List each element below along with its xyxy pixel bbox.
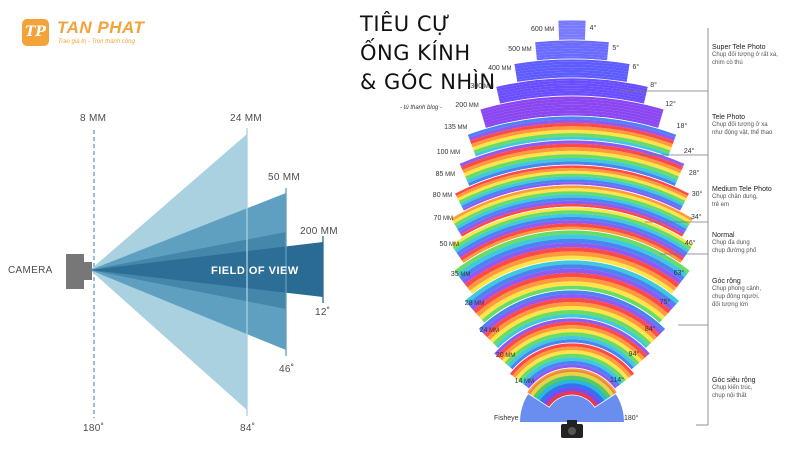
- category-desc: Chụp đa dụng: [712, 240, 750, 246]
- focal-band-135: [466, 115, 678, 158]
- category-desc: chụp đường phố: [712, 248, 757, 254]
- angle-label-80: 30°: [691, 191, 703, 198]
- focal-label-600: 600 MM: [530, 26, 555, 33]
- focal-label-70: 70 MM: [433, 214, 454, 222]
- focal-label-400: 400 MM: [488, 64, 512, 72]
- angle-label-400: 6°: [632, 63, 640, 71]
- focal-band-300: [495, 77, 649, 105]
- focal-band-600: [557, 19, 587, 41]
- focal-band-400: [513, 58, 631, 83]
- fov-diagram: [66, 128, 324, 418]
- fov-label: FIELD OF VIEW: [211, 265, 299, 277]
- angle-label-600: 4°: [589, 25, 597, 32]
- focal-title: TIÊU CỰ ỐNG KÍNH & GÓC NHÌN: [360, 10, 496, 97]
- title-line-1: TIÊU CỰ: [360, 12, 451, 36]
- angle-label-14: 114°: [609, 376, 624, 384]
- angle-label-135: 18°: [676, 123, 688, 130]
- lens-200mm-label: 200 MM: [300, 226, 338, 237]
- focal-label-200: 200 MM: [455, 102, 479, 109]
- angle-label-24: 84°: [644, 325, 656, 333]
- camera-label: CAMERA: [8, 265, 53, 276]
- focal-label-50: 50 MM: [439, 241, 460, 248]
- focal-label-500: 500 MM: [508, 45, 532, 53]
- camera-body-icon: [561, 420, 583, 438]
- brand-slogan: Trao giá trị - Trọn thành công: [58, 39, 135, 45]
- focal-band-80: [450, 184, 694, 238]
- lens-24mm-label: 24 MM: [230, 113, 263, 124]
- focal-band-28: [477, 289, 667, 350]
- focal-label-80: 80 MM: [432, 192, 453, 199]
- focal-label-20: 20 MM: [495, 351, 516, 359]
- brand-name: TAN PHAT: [57, 18, 145, 37]
- angle-label-50: 46°: [684, 240, 696, 247]
- blog-credit: - tú thanh blog -: [400, 105, 443, 111]
- focal-band-24: [493, 317, 651, 371]
- angle-180-label: 180˚: [83, 423, 105, 434]
- category-desc: như động vật, thể thao: [712, 130, 773, 136]
- angle-label-20: 94°: [628, 350, 640, 358]
- focal-label-24: 24 MM: [479, 326, 500, 334]
- angle-12-label: 12˚: [315, 307, 331, 318]
- focal-label-35: 35 MM: [450, 271, 471, 278]
- focal-label-85: 85 MM: [435, 171, 456, 178]
- category-desc: trẻ em: [712, 202, 730, 208]
- angle-label-200: 12°: [665, 101, 676, 108]
- focal-band-14: [526, 367, 618, 408]
- title-line-2: ỐNG KÍNH: [360, 41, 471, 65]
- category-desc: Chụp chân dung,: [712, 194, 758, 200]
- title-line-3: & GÓC NHÌN: [360, 70, 496, 94]
- category-title: Medium Tele Photo: [712, 186, 772, 193]
- angle-84-label: 84˚: [240, 423, 256, 434]
- focal-label-14: 14 MM: [514, 377, 535, 385]
- focal-label-300: 300 MM: [470, 83, 494, 90]
- focal-label-28: 28 MM: [464, 300, 485, 307]
- fov-inner-band: [90, 232, 286, 309]
- category-title: Tele Photo: [712, 114, 746, 121]
- angle-label-70: 34°: [690, 213, 702, 221]
- focal-band-35: [463, 259, 681, 324]
- camera-icon: [66, 254, 92, 289]
- focal-band-200: [479, 95, 665, 129]
- focal-band-50: [453, 229, 691, 295]
- angle-label-85: 28°: [688, 170, 700, 177]
- angle-label-100: 24°: [683, 147, 695, 155]
- focal-label-135: 135 MM: [444, 124, 468, 131]
- fisheye-angle: 180°: [624, 415, 639, 422]
- focal-band-100: [458, 139, 686, 188]
- fisheye-label: Fisheye: [494, 415, 519, 422]
- category-desc: Chụp đối tượng ở xa: [712, 122, 768, 128]
- category-title: Góc siêu rộng: [712, 377, 756, 384]
- focal-band-500: [534, 39, 610, 62]
- category-title: Normal: [712, 232, 735, 239]
- category-desc: Chụp đối tượng ở rất xa,: [712, 52, 778, 58]
- category-desc: đối tượng lớn: [712, 302, 749, 308]
- angle-46-label: 46˚: [279, 364, 295, 375]
- category-desc: chim cò thú: [712, 60, 743, 66]
- focal-band-85: [453, 164, 691, 212]
- focal-band-70: [449, 206, 695, 265]
- focal-fan-chart: [449, 19, 695, 438]
- category-desc: chụp nội thất: [712, 393, 747, 399]
- angle-label-35: 63°: [673, 270, 685, 277]
- category-title: Super Tele Photo: [712, 44, 766, 51]
- category-brackets: [620, 28, 709, 426]
- focal-label-100: 100 MM: [436, 148, 461, 156]
- category-desc: chụp đông người,: [712, 294, 760, 300]
- angle-label-28: 75°: [659, 299, 671, 306]
- category-desc: Chụp kiến trúc,: [712, 385, 753, 391]
- angle-label-500: 5°: [612, 44, 620, 52]
- lens-50mm-label: 50 MM: [268, 172, 301, 183]
- category-title: Góc rộng: [712, 278, 741, 285]
- category-desc: Chụp phong cảnh,: [712, 286, 762, 292]
- angle-label-300: 8°: [650, 82, 657, 89]
- lens-8mm-label: 8 MM: [80, 113, 107, 124]
- brand-logo-mark: TP: [22, 19, 49, 46]
